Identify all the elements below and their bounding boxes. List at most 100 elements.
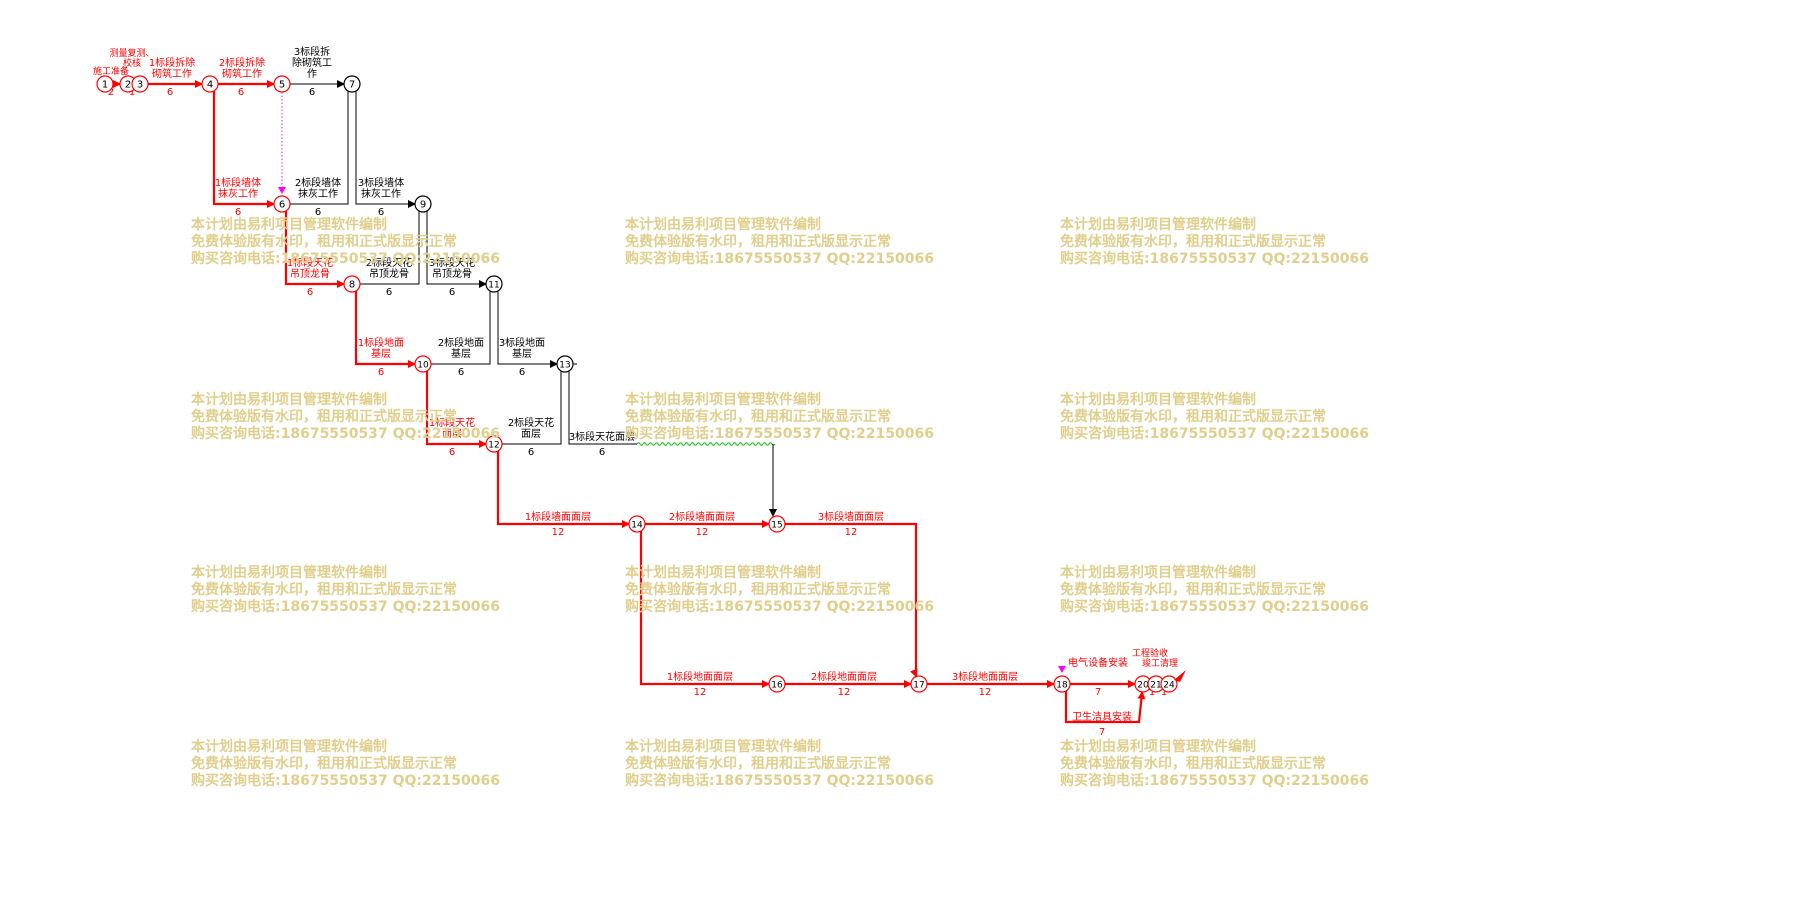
- svg-text:16: 16: [771, 681, 783, 691]
- node-18: 18: [1053, 675, 1071, 693]
- svg-text:21: 21: [1150, 681, 1161, 691]
- watermark-line1: 本计划由易利项目管理软件编制: [191, 217, 387, 233]
- activity-label-a19: 2标段墙面面层: [669, 510, 735, 523]
- watermark-line1: 本计划由易利项目管理软件编制: [1060, 739, 1256, 755]
- watermark-line1: 本计划由易利项目管理软件编制: [191, 739, 387, 755]
- svg-text:4: 4: [207, 80, 213, 91]
- watermark-line3: 购买咨询电话:18675550537 QQ:22150066: [625, 773, 934, 789]
- activity-duration-a25: 7: [1099, 727, 1105, 738]
- node-13: 13: [556, 355, 574, 373]
- activity-duration-a24: 7: [1095, 687, 1101, 698]
- watermark-line2: 免费体验版有水印，租用和正式版显示正常: [191, 234, 457, 250]
- svg-text:6: 6: [279, 200, 285, 211]
- activity-label-a13: 2标段地面基层: [438, 336, 484, 360]
- activity-label-a21: 1标段地面面层: [667, 670, 733, 683]
- watermark-line3: 购买咨询电话:18675550537 QQ:22150066: [625, 251, 934, 267]
- milestone-triangle-2: [1058, 666, 1066, 673]
- activity-duration-a21: 12: [694, 687, 707, 698]
- activity-duration-a11: 6: [449, 287, 455, 298]
- watermark-line2: 免费体验版有水印，租用和正式版显示正常: [191, 756, 457, 772]
- svg-text:13: 13: [559, 361, 570, 371]
- activity-label-a7: 2标段墙体抹灰工作: [295, 176, 341, 200]
- node-9: 9: [414, 195, 432, 213]
- activity-label-a14: 3标段地面基层: [499, 336, 545, 360]
- activity-duration-a6: 6: [235, 207, 241, 218]
- watermark-line2: 免费体验版有水印，租用和正式版显示正常: [625, 582, 891, 598]
- activity-duration-a9: 6: [307, 287, 313, 298]
- watermark-line1: 本计划由易利项目管理软件编制: [1060, 217, 1256, 233]
- activity-duration-a1: 2: [108, 87, 114, 98]
- watermark-line1: 本计划由易利项目管理软件编制: [191, 392, 387, 408]
- svg-text:11: 11: [488, 281, 499, 291]
- watermark-5: 本计划由易利项目管理软件编制免费体验版有水印，租用和正式版显示正常购买咨询电话:…: [625, 392, 934, 443]
- watermark-7: 本计划由易利项目管理软件编制免费体验版有水印，租用和正式版显示正常购买咨询电话:…: [191, 565, 500, 616]
- finish-flag-icon: [1174, 670, 1186, 682]
- activity-duration-a16: 6: [528, 447, 534, 458]
- watermark-line2: 免费体验版有水印，租用和正式版显示正常: [191, 582, 457, 598]
- activity-duration-a5: 6: [309, 87, 315, 98]
- watermark-line2: 免费体验版有水印，租用和正式版显示正常: [1060, 582, 1326, 598]
- node-24: 24: [1160, 675, 1178, 693]
- activity-duration-a18: 12: [552, 527, 565, 538]
- free-float-a17: [636, 442, 776, 446]
- watermark-9: 本计划由易利项目管理软件编制免费体验版有水印，租用和正式版显示正常购买咨询电话:…: [1060, 565, 1369, 616]
- svg-text:17: 17: [913, 681, 924, 691]
- watermark-line3: 购买咨询电话:18675550537 QQ:22150066: [1060, 773, 1369, 789]
- svg-text:2: 2: [125, 80, 131, 91]
- watermark-2: 本计划由易利项目管理软件编制免费体验版有水印，租用和正式版显示正常购买咨询电话:…: [625, 217, 934, 268]
- activity-label-a27: 工程验收: [1132, 647, 1168, 659]
- watermark-6: 本计划由易利项目管理软件编制免费体验版有水印，租用和正式版显示正常购买咨询电话:…: [1060, 392, 1369, 443]
- activity-label-a24: 电气设备安装: [1068, 656, 1128, 669]
- activity-label-a5: 3标段拆除砌筑工作: [292, 45, 332, 80]
- svg-text:14: 14: [631, 521, 643, 531]
- node-15: 15: [768, 515, 786, 533]
- activity-duration-a22: 12: [838, 687, 851, 698]
- activity-duration-a14: 6: [519, 367, 525, 378]
- activity-duration-a26: 1: [1149, 687, 1155, 698]
- activity-label-a18: 1标段墙面面层: [525, 510, 591, 523]
- activity-label-a12: 1标段地面基层: [358, 336, 404, 360]
- watermark-line3: 购买咨询电话:18675550537 QQ:22150066: [1060, 599, 1369, 615]
- activity-label-a11: 3标段天花吊顶龙骨: [429, 256, 475, 280]
- watermark-3: 本计划由易利项目管理软件编制免费体验版有水印，租用和正式版显示正常购买咨询电话:…: [1060, 217, 1369, 268]
- watermark-line2: 免费体验版有水印，租用和正式版显示正常: [625, 409, 891, 425]
- watermark-line2: 免费体验版有水印，租用和正式版显示正常: [191, 409, 457, 425]
- activity-label-a17: 3标段天花面层: [569, 430, 635, 443]
- svg-text:12: 12: [488, 441, 499, 451]
- svg-text:8: 8: [349, 280, 355, 291]
- activity-duration-a12: 6: [378, 367, 384, 378]
- watermark-line2: 免费体验版有水印，租用和正式版显示正常: [625, 234, 891, 250]
- watermark-line2: 免费体验版有水印，租用和正式版显示正常: [1060, 756, 1326, 772]
- svg-text:9: 9: [420, 200, 426, 211]
- activity-label-a9: 1标段天花吊顶龙骨: [287, 256, 333, 280]
- svg-text:5: 5: [279, 80, 285, 91]
- activity-label-a6: 1标段墙体抹灰工作: [215, 176, 261, 200]
- watermark-line3: 购买咨询电话:18675550537 QQ:22150066: [191, 426, 500, 442]
- watermark-line3: 购买咨询电话:18675550537 QQ:22150066: [191, 599, 500, 615]
- activity-label-a10: 2标段天花吊顶龙骨: [366, 256, 412, 280]
- node-17: 17: [910, 675, 928, 693]
- svg-text:7: 7: [349, 80, 355, 91]
- node-1: 1: [96, 75, 114, 93]
- svg-text:3: 3: [137, 80, 143, 91]
- activity-duration-a19: 12: [696, 527, 709, 538]
- activity-duration-a27: 1: [1161, 687, 1167, 698]
- node-4: 4: [201, 75, 219, 93]
- svg-text:18: 18: [1056, 681, 1068, 691]
- svg-text:10: 10: [417, 361, 429, 371]
- activity-label-a22: 2标段地面面层: [811, 670, 877, 683]
- activity-label-a3: 1标段拆除砌筑工作: [149, 56, 195, 80]
- activity-label-a26: 竣工清理: [1142, 657, 1178, 669]
- activity-label-a20: 3标段墙面面层: [818, 510, 884, 523]
- activity-duration-a17: 6: [599, 447, 605, 458]
- watermark-line1: 本计划由易利项目管理软件编制: [625, 565, 821, 581]
- activity-duration-a3: 6: [167, 87, 173, 98]
- watermark-4: 本计划由易利项目管理软件编制免费体验版有水印，租用和正式版显示正常购买咨询电话:…: [191, 392, 500, 443]
- watermark-10: 本计划由易利项目管理软件编制免费体验版有水印，租用和正式版显示正常购买咨询电话:…: [191, 739, 500, 790]
- watermark-line3: 购买咨询电话:18675550537 QQ:22150066: [191, 773, 500, 789]
- activity-duration-a20: 12: [845, 527, 858, 538]
- node-10: 10: [414, 355, 432, 373]
- activity-label-a23: 3标段地面面层: [952, 670, 1018, 683]
- watermark-line3: 购买咨询电话:18675550537 QQ:22150066: [191, 251, 500, 267]
